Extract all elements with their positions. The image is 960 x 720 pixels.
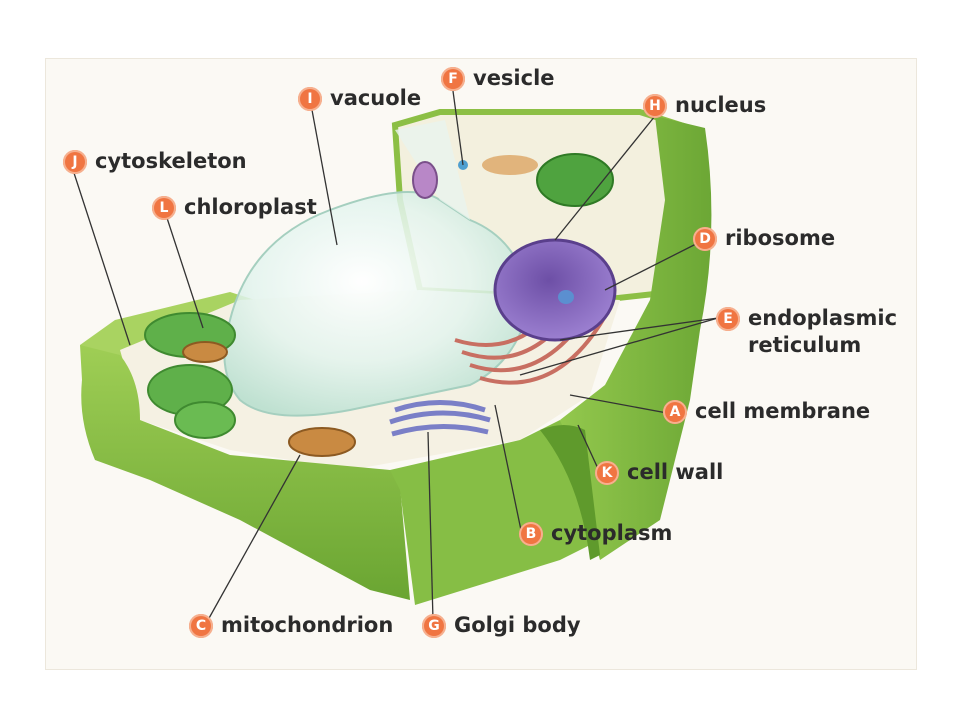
label-endoplasmic-reticulum: E endoplasmic reticulum: [716, 305, 897, 359]
chloroplast-group-left: [144, 312, 236, 439]
label-cell-membrane-text: cell membrane: [695, 399, 871, 423]
label-er-text: endoplasmic reticulum: [748, 305, 897, 359]
badge-g: G: [422, 613, 446, 638]
label-nucleus: H nucleus: [643, 92, 766, 119]
label-mitochondrion-text: mitochondrion: [221, 613, 394, 637]
label-cell-wall-text: cell wall: [627, 460, 724, 484]
mitochondrion-front: [288, 427, 356, 457]
label-cell-wall: K cell wall: [595, 459, 723, 486]
cell-wall-front: [80, 345, 410, 600]
label-cell-membrane: A cell membrane: [663, 398, 870, 425]
golgi-body: [389, 400, 491, 437]
label-vesicle: F vesicle: [441, 65, 555, 92]
badge-a: A: [663, 399, 687, 424]
label-vacuole-text: vacuole: [330, 86, 422, 110]
badge-h: H: [643, 93, 667, 118]
cell-wall-right: [560, 116, 712, 560]
badge-j: J: [63, 149, 87, 174]
badge-b: B: [519, 521, 543, 546]
badge-l: L: [152, 195, 176, 220]
cell-wall-notch: [540, 425, 600, 560]
label-vesicle-text: vesicle: [473, 66, 555, 90]
badge-e: E: [716, 307, 740, 331]
badge-d: D: [693, 226, 717, 251]
label-chloroplast: L chloroplast: [152, 194, 317, 221]
label-mitochondrion: C mitochondrion: [189, 612, 393, 639]
leader-lines: [73, 90, 719, 621]
badge-c: C: [189, 613, 213, 638]
cell-wall-front-right: [390, 420, 590, 605]
label-cytoskeleton: J cytoskeleton: [63, 148, 247, 175]
label-golgi-body: G Golgi body: [422, 612, 581, 639]
badge-i: I: [298, 86, 322, 111]
label-cytoplasm-text: cytoplasm: [551, 521, 673, 545]
organelle-tan: [482, 155, 538, 175]
mitochondrion-back: [412, 161, 438, 199]
label-er-line1: endoplasmic: [748, 306, 898, 330]
badge-k: K: [595, 460, 619, 485]
label-golgi-body-text: Golgi body: [454, 613, 581, 637]
label-vacuole: I vacuole: [298, 85, 421, 112]
label-chloroplast-text: chloroplast: [184, 195, 317, 219]
badge-f: F: [441, 66, 465, 91]
label-ribosome: D ribosome: [693, 225, 835, 252]
chloroplast-group-top: [536, 153, 614, 207]
label-cytoplasm: B cytoplasm: [519, 520, 672, 547]
label-ribosome-text: ribosome: [725, 226, 836, 250]
label-nucleus-text: nucleus: [675, 93, 767, 117]
nucleus: [493, 238, 617, 342]
label-cytoskeleton-text: cytoskeleton: [95, 149, 247, 173]
nucleolus: [558, 290, 574, 304]
label-er-line2: reticulum: [748, 333, 862, 357]
mitochondrion-left: [182, 341, 228, 363]
